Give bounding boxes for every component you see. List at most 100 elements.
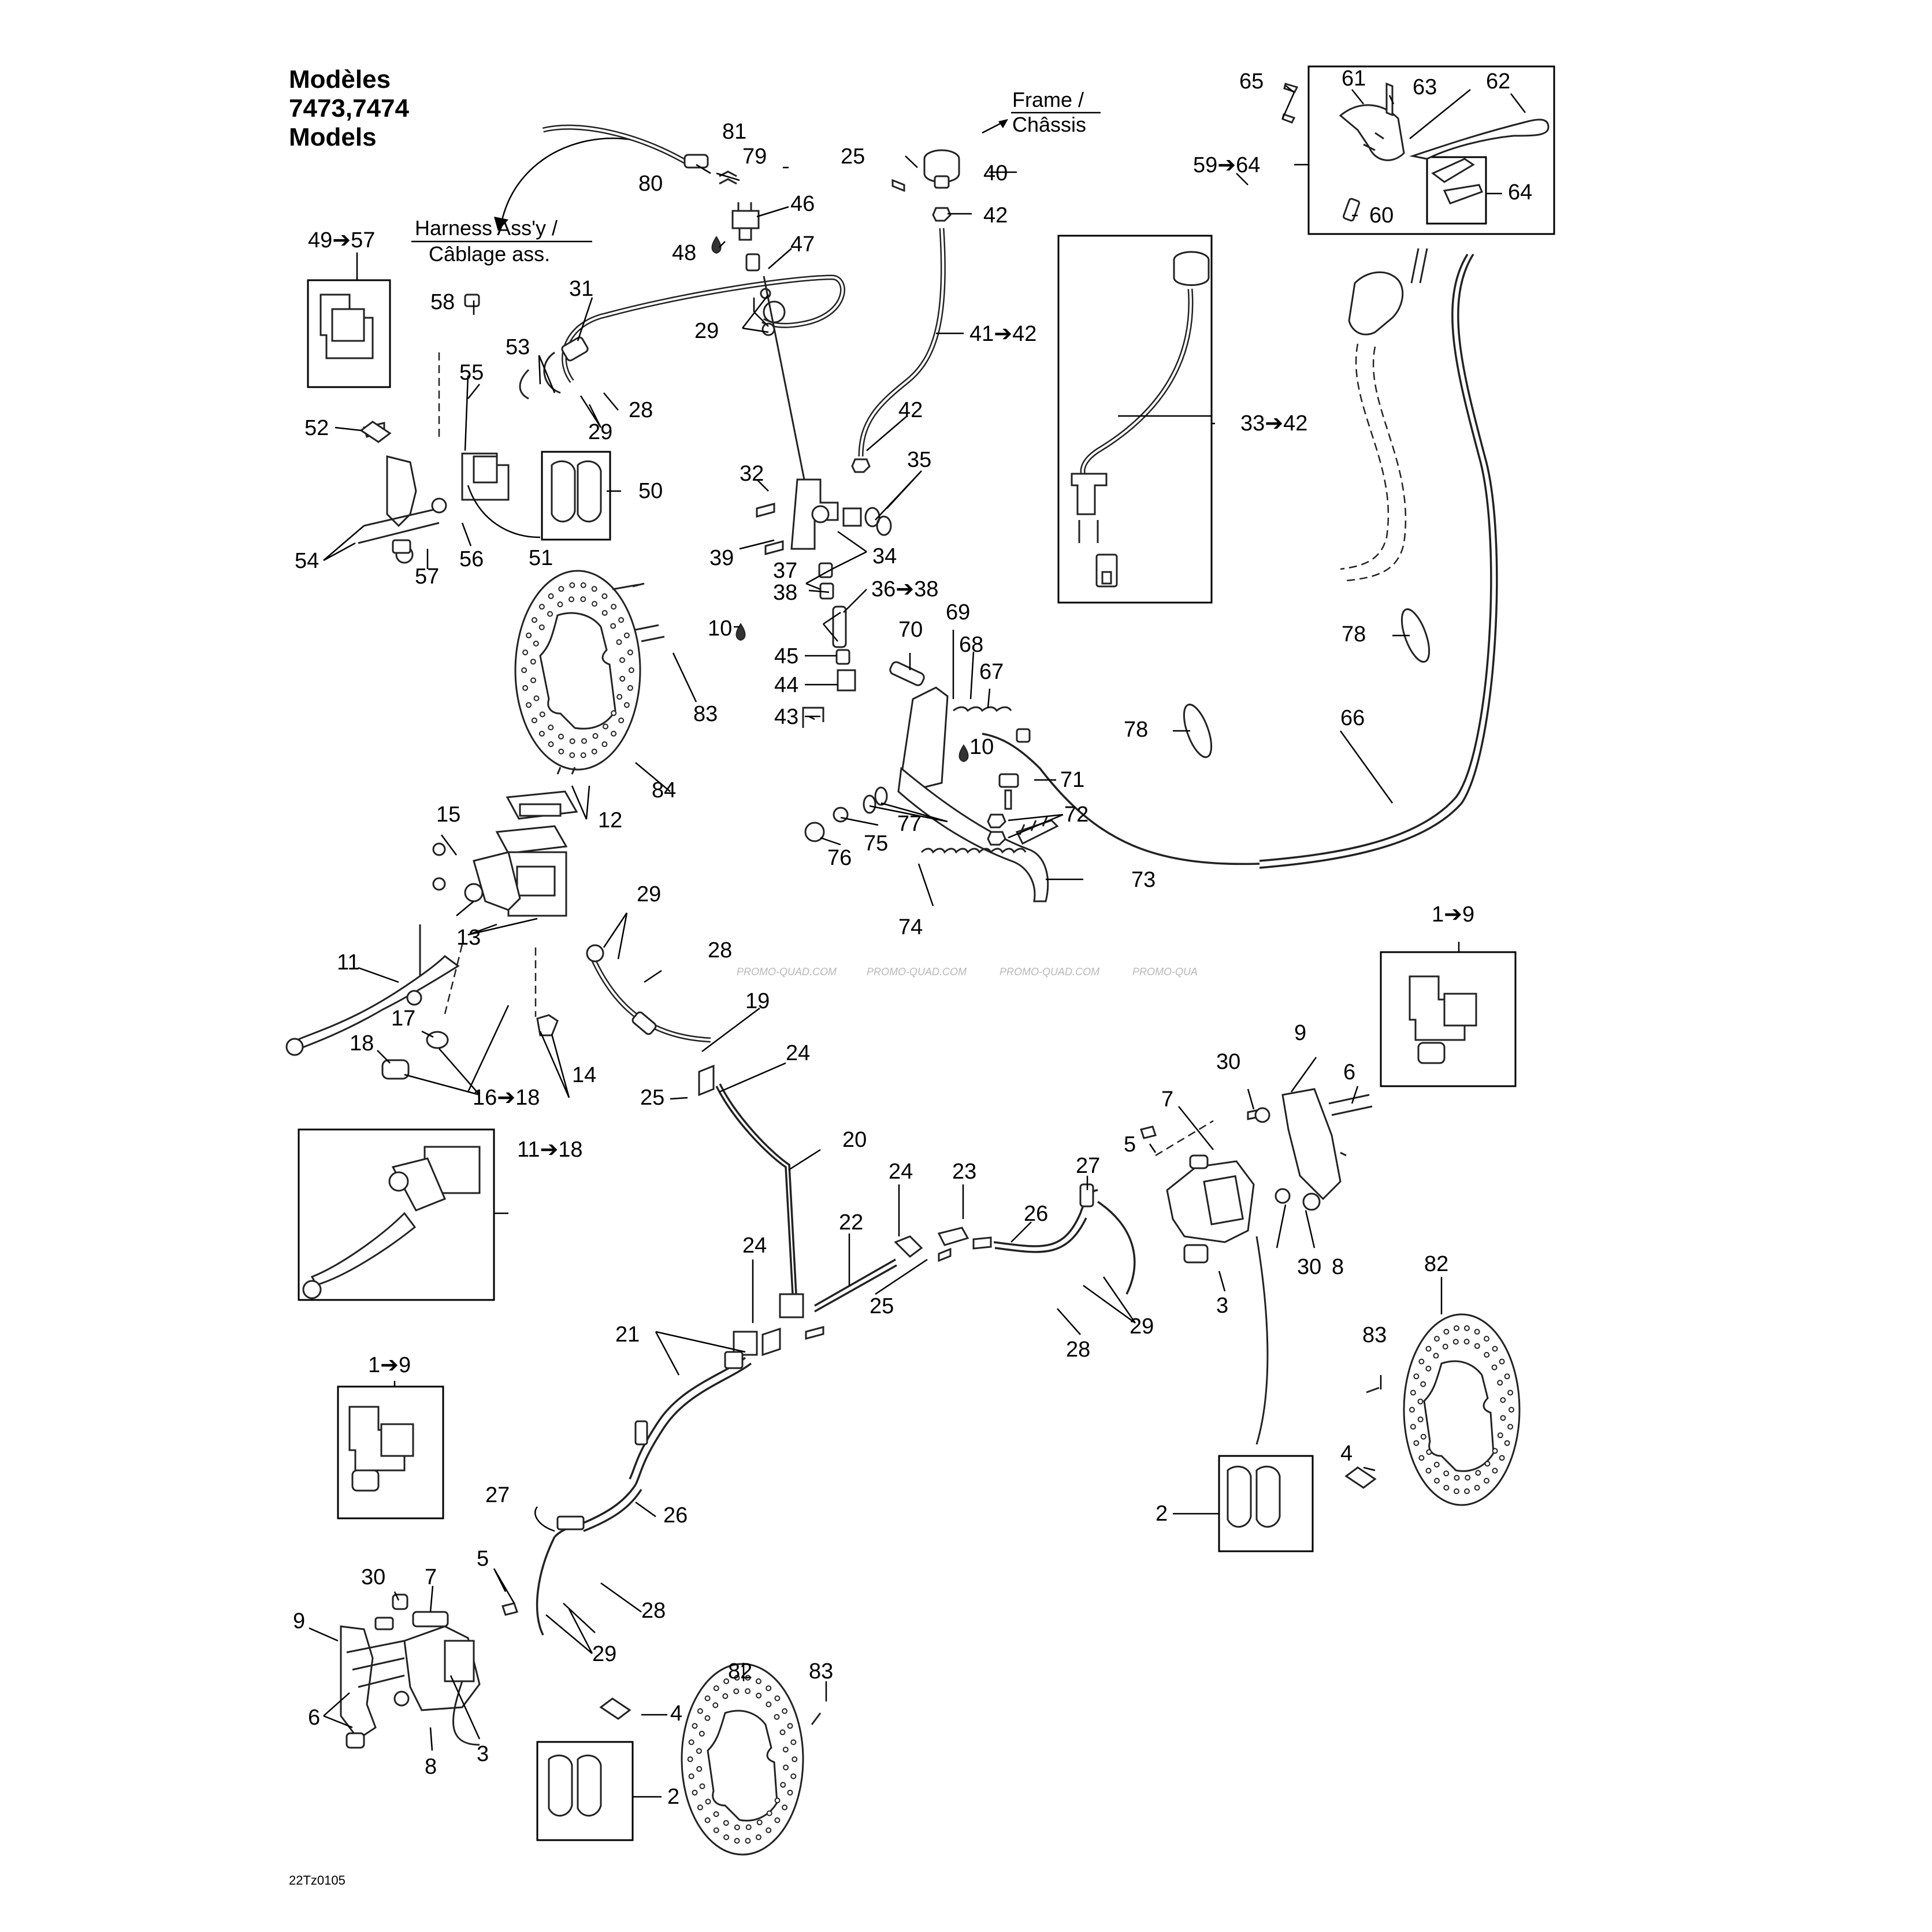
callout-3-left: 3 bbox=[477, 1742, 489, 1766]
disc-vent-hole bbox=[745, 1824, 752, 1830]
disc-vent-hole bbox=[601, 593, 608, 599]
callout-13: 13 bbox=[456, 926, 481, 950]
callout-29-left-low: 29 bbox=[592, 1642, 616, 1666]
callout-48: 48 bbox=[672, 241, 696, 265]
callout-26-left: 26 bbox=[663, 1503, 688, 1528]
disc-vent-hole bbox=[713, 1811, 719, 1817]
callout-22: 22 bbox=[839, 1210, 863, 1235]
disc-vent-hole bbox=[704, 1695, 711, 1701]
disc-vent-hole bbox=[790, 1773, 797, 1779]
callout-70: 70 bbox=[898, 618, 923, 642]
callout-24-low: 24 bbox=[742, 1233, 767, 1258]
right-rear-caliper-assembly bbox=[1140, 1088, 1373, 1445]
master-cylinder-11-18-inset bbox=[298, 1128, 495, 1301]
disc-vent-hole bbox=[1507, 1424, 1514, 1430]
disc-vent-hole bbox=[618, 617, 625, 623]
frame-note: Frame / Châssis bbox=[982, 88, 1101, 136]
disc-vent-hole bbox=[1443, 1485, 1450, 1491]
disc-vent-hole bbox=[581, 738, 587, 744]
disc-vent-hole bbox=[766, 1701, 772, 1707]
disc-vent-hole bbox=[539, 711, 545, 718]
disc-vent-hole bbox=[1443, 1470, 1450, 1477]
title-line-3: Models bbox=[289, 123, 377, 151]
right-rear-pads-inset bbox=[1218, 1455, 1314, 1552]
disc-vent-hole bbox=[1418, 1455, 1425, 1461]
disc-vent-hole bbox=[1464, 1325, 1470, 1331]
callout-20: 20 bbox=[842, 1128, 867, 1152]
front-left-caliper-assembly bbox=[307, 279, 611, 564]
disc-vent-hole bbox=[1417, 1398, 1424, 1405]
callout-45: 45 bbox=[774, 644, 798, 668]
callout-1-9-left: 1➔9 bbox=[368, 1353, 411, 1377]
watermark-1: PROMO-QUAD.COM bbox=[737, 966, 837, 978]
disc-vent-hole bbox=[766, 1827, 772, 1833]
callout-30-right-top: 30 bbox=[1216, 1050, 1240, 1074]
callout-42-mid: 42 bbox=[898, 398, 923, 422]
disc-vent-hole bbox=[547, 611, 553, 617]
callout-2-left: 2 bbox=[667, 1785, 679, 1809]
disc-vent-hole bbox=[548, 724, 554, 731]
disc-vent-hole bbox=[1497, 1432, 1503, 1439]
caliper-1-9-inset-right bbox=[1380, 951, 1517, 1087]
callout-2-right: 2 bbox=[1156, 1502, 1168, 1526]
disc-vent-hole bbox=[592, 733, 599, 739]
callout-81: 81 bbox=[722, 120, 746, 144]
handlebar-cable-66 bbox=[982, 248, 1498, 869]
callout-74: 74 bbox=[898, 915, 923, 939]
callout-76: 76 bbox=[827, 846, 852, 870]
caliper-1-9-inset-left bbox=[337, 1385, 444, 1519]
disc-vent-hole bbox=[1443, 1329, 1450, 1335]
callout-82-right: 82 bbox=[1424, 1252, 1448, 1276]
callout-38: 38 bbox=[773, 581, 797, 605]
disc-vent-hole bbox=[774, 1695, 781, 1701]
disc-vent-hole bbox=[697, 1804, 703, 1811]
callout-24-mid: 24 bbox=[889, 1160, 913, 1184]
disc-vent-hole bbox=[538, 624, 545, 630]
disc-vent-hole bbox=[782, 1708, 788, 1714]
disc-vent-hole bbox=[1433, 1353, 1439, 1359]
callout-72: 72 bbox=[1064, 802, 1088, 827]
disc-vent-hole bbox=[601, 741, 608, 748]
disc-vent-hole bbox=[603, 723, 608, 730]
disc-vent-hole bbox=[756, 1819, 763, 1826]
harness-note: Harness Ass'y / Câblage ass. bbox=[411, 138, 685, 266]
callout-6-right: 6 bbox=[1343, 1060, 1355, 1084]
disc-vent-hole bbox=[1463, 1339, 1470, 1345]
disc-vent-hole bbox=[1484, 1336, 1489, 1342]
disc-vent-hole bbox=[591, 586, 597, 592]
frame-note-en: Frame / bbox=[1012, 88, 1084, 112]
disc-vent-hole bbox=[1509, 1407, 1514, 1413]
disc-vent-hole bbox=[705, 1799, 711, 1805]
callout-79: 79 bbox=[742, 144, 767, 169]
disc-vent-hole bbox=[616, 639, 622, 645]
disc-vent-hole bbox=[766, 1810, 772, 1816]
disc-vent-hole bbox=[531, 717, 537, 723]
callout-61: 61 bbox=[1342, 66, 1366, 91]
disc-vent-hole bbox=[569, 596, 574, 603]
disc-vent-hole bbox=[558, 748, 564, 755]
disc-vent-hole bbox=[619, 675, 626, 682]
disc-vent-hole bbox=[733, 1688, 740, 1695]
callout-80: 80 bbox=[638, 172, 663, 196]
disc-vent-hole bbox=[628, 667, 634, 673]
disc-vent-hole bbox=[533, 695, 540, 701]
disc-vent-hole bbox=[779, 1729, 786, 1736]
callout-77: 77 bbox=[897, 812, 922, 836]
callout-67: 67 bbox=[979, 660, 1004, 684]
disc-vent-hole bbox=[782, 1804, 788, 1811]
disc-vent-hole bbox=[692, 1789, 698, 1796]
callout-24-top: 24 bbox=[786, 1041, 810, 1065]
disc-vent-hole bbox=[557, 601, 563, 608]
disc-vent-hole bbox=[1474, 1485, 1480, 1491]
spring-clip-52 bbox=[359, 421, 392, 443]
callout-29-top: 29 bbox=[694, 319, 719, 343]
callout-44: 44 bbox=[774, 673, 798, 697]
callout-47: 47 bbox=[790, 232, 815, 257]
callout-73: 73 bbox=[1131, 868, 1156, 892]
title-line-2: 7473,7474 bbox=[289, 94, 410, 122]
harness-note-en: Harness Ass'y / bbox=[415, 216, 558, 240]
callout-75: 75 bbox=[864, 831, 888, 856]
disc-vent-hole bbox=[696, 1748, 702, 1754]
callout-41-42: 41➔42 bbox=[969, 322, 1036, 346]
callout-63: 63 bbox=[1413, 75, 1437, 99]
